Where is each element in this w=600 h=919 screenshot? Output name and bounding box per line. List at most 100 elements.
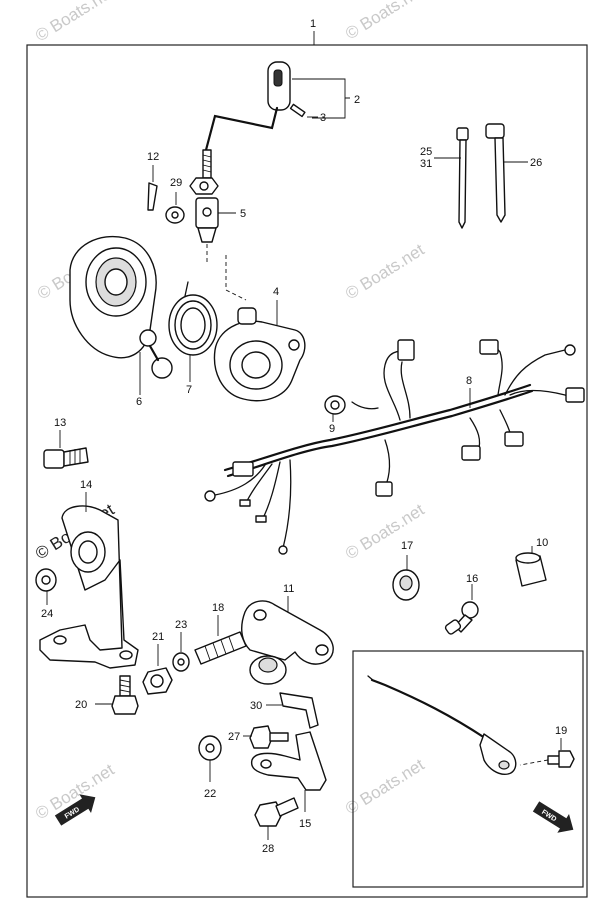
callout-4: 4 — [273, 286, 279, 298]
part-balljoint-16 — [444, 601, 479, 635]
plate-hole-a — [253, 609, 267, 621]
callout-12: 12 — [147, 151, 159, 163]
part-bracket-30 — [279, 692, 319, 729]
part-screw-13 — [43, 447, 89, 469]
part-bolt-20 — [111, 675, 139, 715]
callout-24: 24 — [41, 608, 53, 620]
callout-3: 3 — [320, 112, 326, 124]
connector-top — [397, 339, 415, 361]
part-clip-9 — [324, 395, 346, 415]
branch-top-2 — [400, 361, 411, 419]
part-grommet-17 — [392, 569, 420, 601]
stud-body — [194, 631, 247, 665]
bracket-boss-hole — [78, 540, 98, 564]
part-cap-10 — [515, 552, 547, 587]
stud-stem — [148, 344, 160, 362]
watermark: © Boats.net — [342, 755, 428, 818]
screw-threads — [69, 449, 81, 465]
callout-9: 9 — [329, 423, 335, 435]
inset-rod-tip — [367, 675, 375, 682]
callout-10: 10 — [536, 537, 548, 549]
thread-marks — [202, 154, 212, 173]
part-harness-8 — [204, 339, 585, 555]
part-stud-18 — [194, 631, 247, 665]
harness-trunk-2 — [226, 389, 534, 478]
bracket-15-hole — [260, 759, 272, 769]
connector-left — [232, 461, 254, 477]
nut-hole — [199, 181, 209, 191]
branch-left — [214, 464, 266, 496]
watermark: © Boats.net — [342, 0, 428, 43]
branch-9 — [351, 401, 379, 410]
bolt-27-head — [249, 725, 273, 749]
joint-hole — [202, 207, 212, 217]
pivot-hole — [258, 657, 278, 673]
callout-28: 28 — [262, 843, 274, 855]
fwd-arrow-shape — [532, 801, 574, 833]
branch-left-2 — [261, 461, 281, 521]
ring-terminal-right — [564, 344, 576, 356]
inset-rod — [367, 675, 517, 775]
inset-rod-end-hole — [498, 760, 510, 770]
watermarks: © Boats.net © Boats.net © Boats.net © Bo… — [32, 0, 428, 823]
joint-ball — [197, 227, 217, 243]
callout-6: 6 — [136, 396, 142, 408]
clip-pin — [289, 103, 306, 118]
nut-21-hole — [150, 674, 164, 688]
part-joint-5 — [195, 197, 219, 243]
branch-right-3 — [493, 344, 503, 396]
part-throttle-rod — [202, 61, 306, 179]
callout-1: 1 — [310, 18, 316, 30]
callout-19: 19 — [555, 725, 567, 737]
part-bracket-14 — [39, 505, 139, 669]
stud-threads — [204, 636, 235, 661]
callout-14: 14 — [80, 479, 92, 491]
part-bushing-24 — [35, 568, 57, 592]
branch-lower — [384, 439, 391, 489]
watermark: © Boats.net — [32, 0, 118, 45]
watermark: © Boats.net — [342, 500, 428, 563]
part-bolt-27 — [249, 725, 289, 749]
clevis-slot — [273, 69, 283, 87]
part-cable-tie-26 — [485, 123, 506, 223]
bracket-slot-2 — [119, 650, 133, 660]
washer-23-hole — [177, 658, 185, 666]
callout-5: 5 — [240, 208, 246, 220]
fwd-arrow-shape — [54, 794, 96, 826]
clip-hole — [330, 400, 340, 410]
connector-right — [565, 387, 585, 403]
leader-2 — [292, 78, 350, 119]
bolt-19-shank — [547, 755, 561, 765]
callout-26: 26 — [530, 157, 542, 169]
connector-lower-mid — [461, 445, 481, 461]
tie-head-26 — [485, 123, 505, 139]
harness-trunk — [223, 383, 532, 472]
callout-27: 27 — [228, 731, 240, 743]
tie-strap-25 — [458, 139, 467, 229]
branch-right — [504, 349, 566, 396]
inset-dash — [519, 759, 549, 766]
callout-16: 16 — [466, 573, 478, 585]
lever-pin-hole — [288, 339, 300, 351]
inset-rod-end — [479, 733, 517, 775]
branch-right-2 — [509, 389, 576, 401]
ball-stud-2 — [151, 357, 173, 379]
cotter-pin-12 — [147, 182, 158, 211]
rod-bend — [204, 106, 279, 152]
ball-stud — [139, 329, 157, 347]
ball-joint-socket — [444, 619, 462, 635]
cap-top — [515, 552, 541, 564]
washer-29-hole — [171, 211, 179, 219]
branch-left-3 — [282, 459, 292, 549]
grommet-hole — [399, 575, 413, 591]
callout-13: 13 — [54, 417, 66, 429]
callout-22: 22 — [204, 788, 216, 800]
inset-frame — [352, 650, 584, 888]
callout-18: 18 — [212, 602, 224, 614]
align-line-a — [206, 244, 247, 301]
cam-hub — [104, 268, 128, 296]
connector-lower-right — [504, 431, 524, 447]
callout-30: 30 — [250, 700, 262, 712]
inset-rod-body — [370, 678, 487, 740]
callout-31: 31 — [420, 158, 432, 170]
